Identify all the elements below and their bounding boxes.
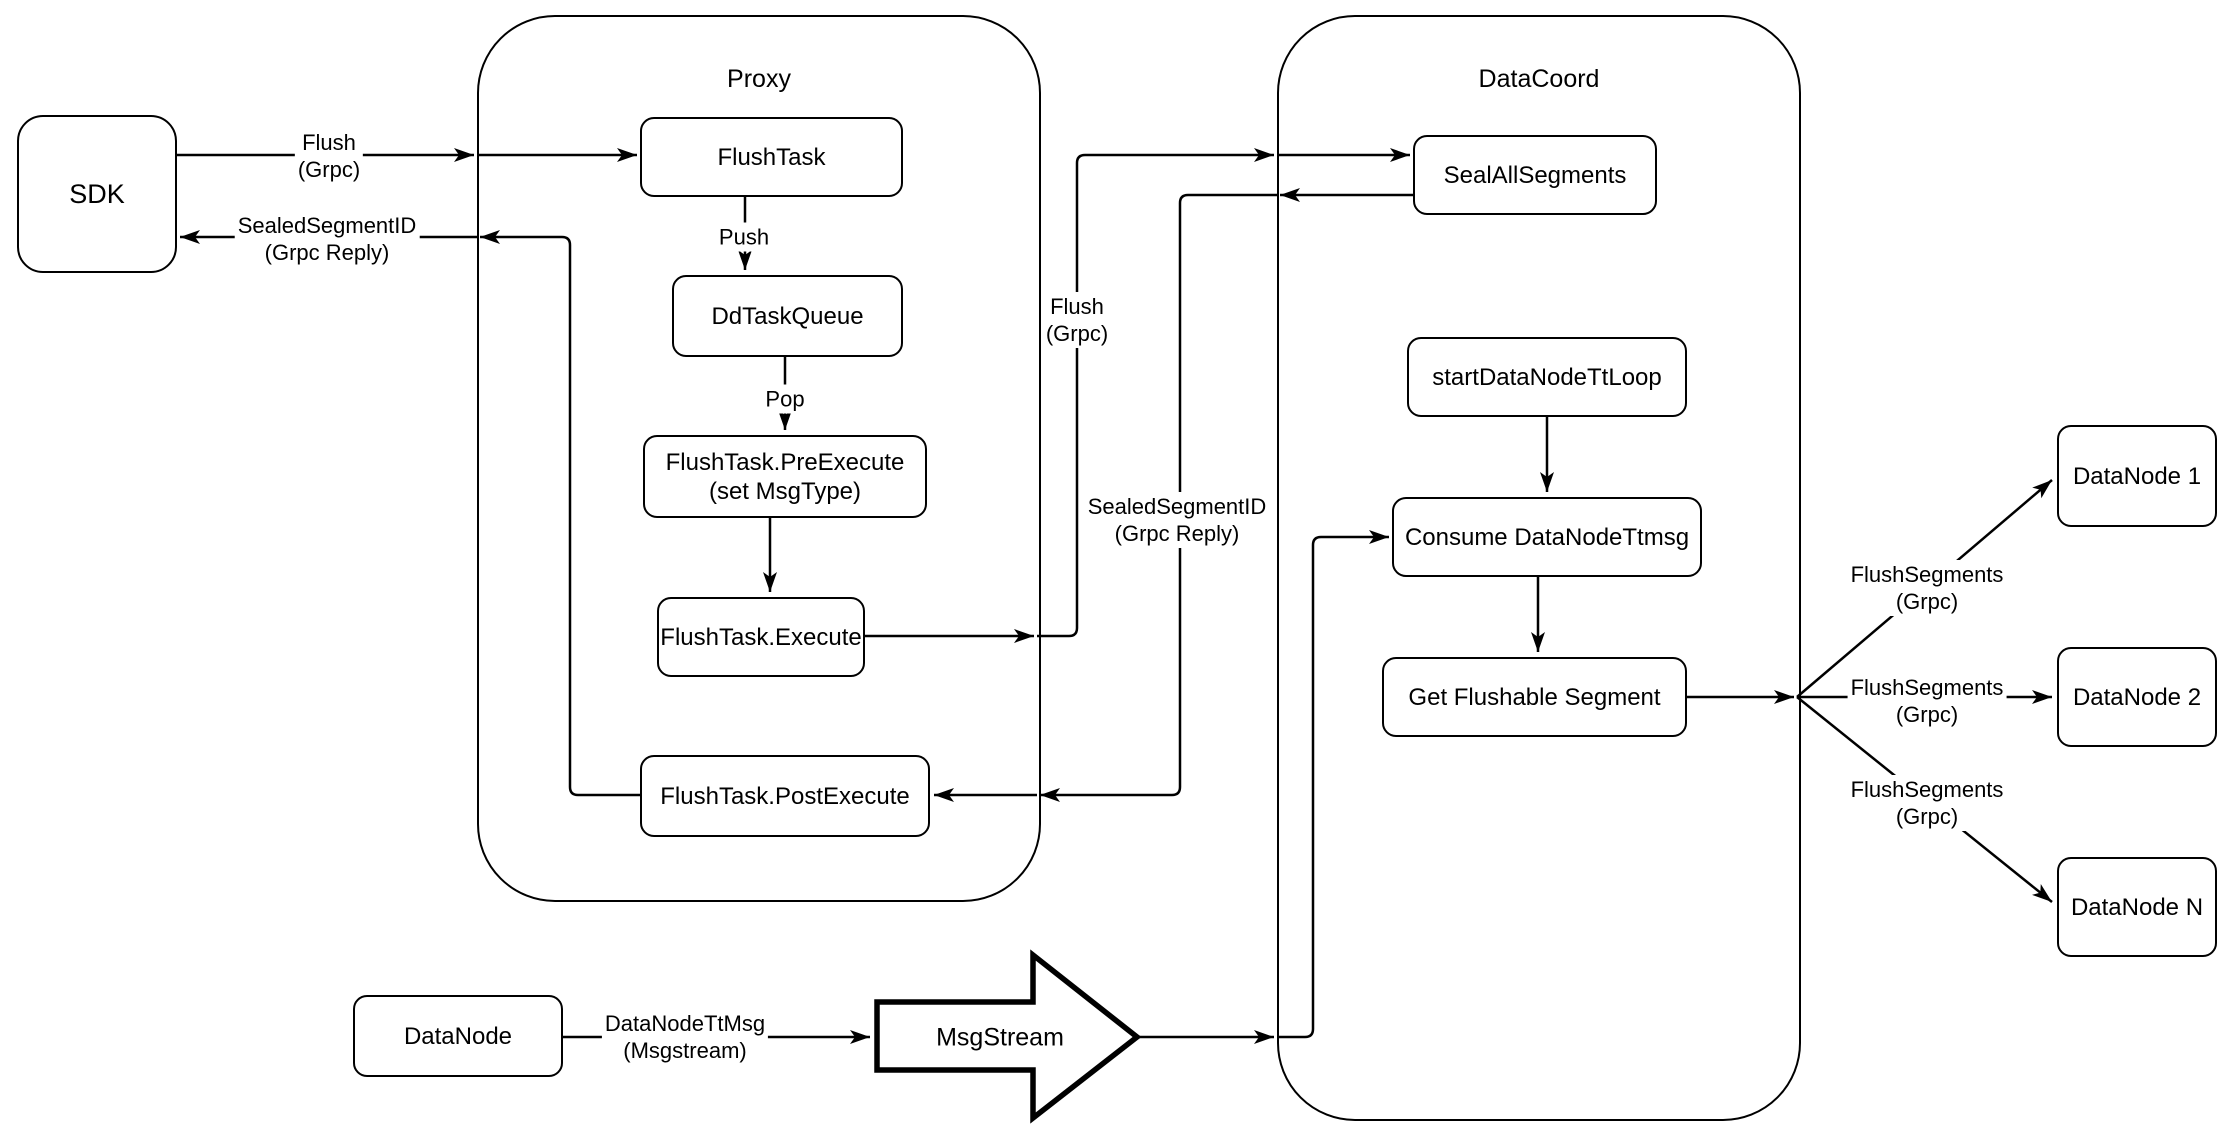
edge-label-flush-grpc-sdk: Flush (Grpc) xyxy=(294,128,364,184)
edge-label-flush-grpc-mid: Flush (Grpc) xyxy=(1042,292,1112,348)
proxy-container: Proxy xyxy=(477,15,1041,902)
node-startdatanodettloop: startDataNodeTtLoop xyxy=(1407,337,1687,417)
edge-label-sealedsegmentid-mid: SealedSegmentID (Grpc Reply) xyxy=(1084,492,1270,548)
node-getflushablesegment-label: Get Flushable Segment xyxy=(1408,683,1661,711)
node-datanoden-label: DataNode N xyxy=(2070,893,2204,921)
edge-label-pop: Pop xyxy=(762,384,808,414)
node-flushtask-label: FlushTask xyxy=(717,143,826,171)
edge-label-sealedsegmentid-sdk: SealedSegmentID (Grpc Reply) xyxy=(234,211,420,267)
node-postexecute: FlushTask.PostExecute xyxy=(640,755,930,837)
node-preexecute-label-line1: FlushTask.PreExecute xyxy=(665,448,905,476)
node-preexecute: FlushTask.PreExecute (set MsgType) xyxy=(643,435,927,518)
node-datanode2: DataNode 2 xyxy=(2057,647,2217,747)
edge-label-flushsegments-2: FlushSegments (Grpc) xyxy=(1847,673,2007,729)
msgstream-arrow-shape xyxy=(874,949,1142,1124)
node-getflushablesegment: Get Flushable Segment xyxy=(1382,657,1687,737)
edge-label-flushsegments-1: FlushSegments (Grpc) xyxy=(1847,560,2007,616)
node-datanoden: DataNode N xyxy=(2057,857,2217,957)
msgstream-label: MsgStream xyxy=(936,1023,1064,1052)
node-execute-label: FlushTask.Execute xyxy=(660,623,862,651)
node-datanode-source-label: DataNode xyxy=(403,1022,513,1050)
node-datanode1: DataNode 1 xyxy=(2057,425,2217,527)
node-sealallsegments: SealAllSegments xyxy=(1413,135,1657,215)
node-datanode2-label: DataNode 2 xyxy=(2072,683,2202,711)
node-sdk: SDK xyxy=(17,115,177,273)
node-consume-datanodettmsg-label: Consume DataNodeTtmsg xyxy=(1404,523,1690,551)
node-execute: FlushTask.Execute xyxy=(657,597,865,677)
node-postexecute-label: FlushTask.PostExecute xyxy=(660,782,910,810)
edge-label-flushsegments-n: FlushSegments (Grpc) xyxy=(1847,775,2007,831)
node-ddtaskqueue-label: DdTaskQueue xyxy=(711,302,864,330)
node-datanode-source: DataNode xyxy=(353,995,563,1077)
edge-flush-to-datacoord-border xyxy=(1037,148,1274,638)
edge-postexecute-to-proxy-border xyxy=(480,230,640,797)
edge-label-datanodettmsg: DataNodeTtMsg (Msgstream) xyxy=(601,1009,769,1065)
node-startdatanodettloop-label: startDataNodeTtLoop xyxy=(1432,363,1662,391)
node-flushtask: FlushTask xyxy=(640,117,903,197)
datacoord-container-title: DataCoord xyxy=(1478,65,1600,93)
node-preexecute-label-line2: (set MsgType) xyxy=(708,477,862,505)
proxy-container-title: Proxy xyxy=(727,65,791,93)
edge-label-push: Push xyxy=(715,222,773,252)
node-ddtaskqueue: DdTaskQueue xyxy=(672,275,903,357)
node-sdk-label: SDK xyxy=(69,178,125,209)
node-sealallsegments-label: SealAllSegments xyxy=(1443,161,1627,189)
node-consume-datanodettmsg: Consume DataNodeTtmsg xyxy=(1392,497,1702,577)
node-datanode1-label: DataNode 1 xyxy=(2072,462,2202,490)
edge-msgstream-to-consume xyxy=(1277,530,1389,1039)
datacoord-container: DataCoord xyxy=(1277,15,1801,1121)
